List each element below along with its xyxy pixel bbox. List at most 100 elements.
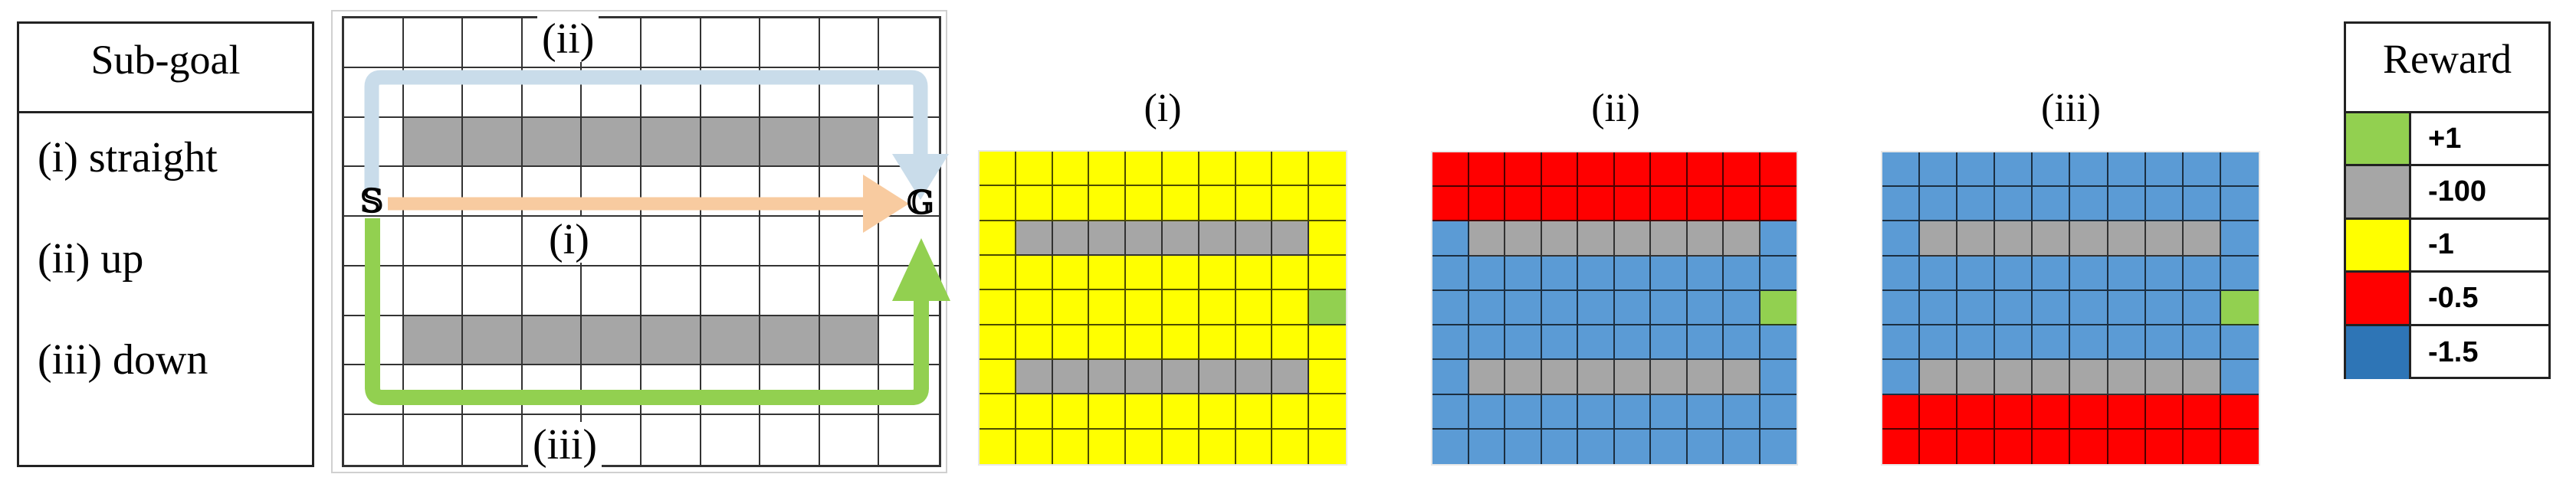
maze-wall-cell [641,117,701,168]
reward-cell [1126,325,1163,360]
maze-cell [760,266,820,316]
reward-cell [1920,256,1958,291]
reward-cell [2108,152,2146,188]
maze-cell [701,167,761,217]
reward-cell [2033,152,2071,188]
reward-wall-cell [1052,359,1090,395]
maze-wall-cell [403,316,464,366]
reward-cell [980,152,1016,187]
reward-cell [2220,360,2259,395]
reward-map-title-straight: (i) [1144,87,1182,130]
reward-map-title-up: (ii) [1591,87,1640,130]
reward-cell [1432,429,1469,464]
reward-cell [1432,221,1469,257]
reward-wall-cell [2033,221,2071,257]
reward-wall-cell [2145,221,2184,257]
reward-wall-cell [1957,360,1996,395]
reward-cell [1272,186,1310,221]
legend-swatch-red [2346,273,2411,324]
reward-wall-cell [1468,221,1505,257]
reward-cell [2220,429,2259,464]
reward-cell [1016,255,1053,291]
reward-cell [1309,429,1346,464]
maze-wall-cell [522,117,582,168]
reward-cell [2070,152,2108,188]
reward-cell [1126,186,1163,221]
reward-cell [2108,394,2146,430]
reward-cell [1309,255,1346,291]
reward-map-straight [978,150,1347,466]
reward-cell [1651,152,1688,188]
reward-cell [980,221,1016,256]
maze-wall-cell [760,117,820,168]
reward-cell [1882,394,1921,430]
reward-wall-cell [1235,221,1273,256]
reward-cell [2033,290,2071,326]
maze-wall-cell [819,316,880,366]
reward-cell [2183,256,2221,291]
subgoal-header: Sub-goal [19,24,312,113]
reward-cell [1235,186,1273,221]
maze-cell [760,18,820,68]
reward-wall-cell [1724,360,1761,395]
reward-goal-cell [1309,290,1346,325]
reward-cell [1309,186,1346,221]
reward-cell [1995,187,2033,222]
reward-cell [2220,256,2259,291]
reward-cell [1882,256,1921,291]
reward-cell [1432,256,1469,291]
reward-cell [1052,394,1090,430]
reward-cell [1235,325,1273,360]
legend-value-yellow: -1 [2428,228,2454,261]
reward-cell [2183,394,2221,430]
reward-cell [2183,290,2221,326]
reward-wall-cell [1468,360,1505,395]
maze-wall-cell [463,117,523,168]
reward-cell [2070,187,2108,222]
reward-cell [1432,394,1469,430]
reward-cell [1016,152,1053,187]
reward-map-down [1881,151,2260,466]
reward-cell [1089,325,1127,360]
legend-row-wall: -100 [2346,166,2548,220]
maze-cell [403,18,464,68]
reward-cell [1882,221,1921,257]
reward-cell [1724,187,1761,222]
maze-wall-cell [522,316,582,366]
reward-cell [1052,429,1090,464]
reward-cell [1052,325,1090,360]
reward-cell [1089,255,1127,291]
subgoal-table: Sub-goal (i) straight (ii) up (iii) down [17,21,314,467]
reward-legend-header: Reward [2346,24,2548,113]
reward-cell [2183,325,2221,361]
reward-cell [1920,187,1958,222]
legend-row-red: -0.5 [2346,273,2548,326]
reward-wall-cell [1614,360,1651,395]
reward-cell [1651,290,1688,326]
reward-cell [1614,290,1651,326]
reward-cell [1614,325,1651,361]
reward-cell [1882,429,1921,464]
reward-cell [1052,255,1090,291]
reward-wall-cell [1578,360,1615,395]
maze-cell [879,18,939,68]
path-down-arrow [365,218,929,405]
maze-cell [404,415,464,465]
reward-cell [1235,290,1273,325]
maze-cell [701,266,761,316]
reward-cell [1957,429,1996,464]
reward-cell [1468,152,1505,188]
reward-cell [1957,394,1996,430]
reward-cell [2033,394,2071,430]
maze-cell [522,67,582,118]
reward-cell [1920,394,1958,430]
reward-cell [980,359,1016,395]
reward-cell [1724,429,1761,464]
reward-cell [2033,325,2071,361]
reward-cell [1468,429,1505,464]
subgoal-row-straight: (i) straight [38,134,218,181]
reward-cell [1882,152,1921,188]
reward-cell [1614,394,1651,430]
reward-wall-cell [1162,359,1199,395]
maze-cell [701,18,761,68]
